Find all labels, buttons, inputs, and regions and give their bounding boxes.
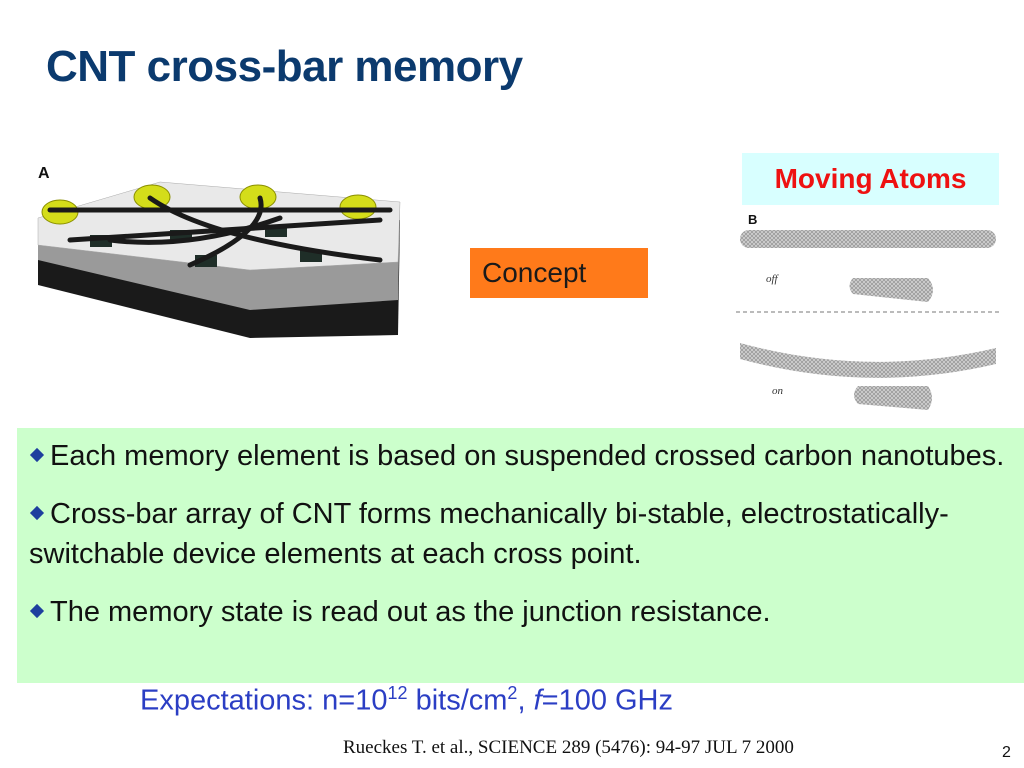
deflected-nanotube-on xyxy=(740,343,996,378)
suspended-nanotube-off xyxy=(740,230,996,248)
off-state-label: off xyxy=(766,273,780,285)
moving-atoms-label: Moving Atoms xyxy=(742,153,999,205)
page-number: 2 xyxy=(1002,744,1011,761)
bullet-item: The memory state is read out as the junc… xyxy=(29,592,1014,632)
slide-title: CNT cross-bar memory xyxy=(46,42,523,91)
diamond-bullet-icon xyxy=(29,448,45,463)
nanotube-switch-figure: B off on xyxy=(736,212,1000,410)
bullet-item: Each memory element is based on suspende… xyxy=(29,436,1014,476)
lower-nanotube-off xyxy=(849,278,933,302)
on-state-label: on xyxy=(772,385,784,397)
figure-a-label: A xyxy=(38,165,50,182)
bullet-box: Each memory element is based on suspende… xyxy=(17,428,1024,683)
citation: Rueckes T. et al., SCIENCE 289 (5476): 9… xyxy=(343,737,794,758)
diamond-bullet-icon xyxy=(29,604,45,619)
concept-label: Concept xyxy=(470,248,648,298)
crossbar-array-figure: A xyxy=(37,165,401,338)
diamond-bullet-icon xyxy=(29,506,45,521)
lower-nanotube-on xyxy=(854,386,932,410)
bullet-item: Cross-bar array of CNT forms mechanicall… xyxy=(29,498,949,570)
expectations-line: Expectations: n=1012 bits/cm2, f=100 GHz xyxy=(140,683,674,717)
figure-b-label: B xyxy=(748,212,757,227)
